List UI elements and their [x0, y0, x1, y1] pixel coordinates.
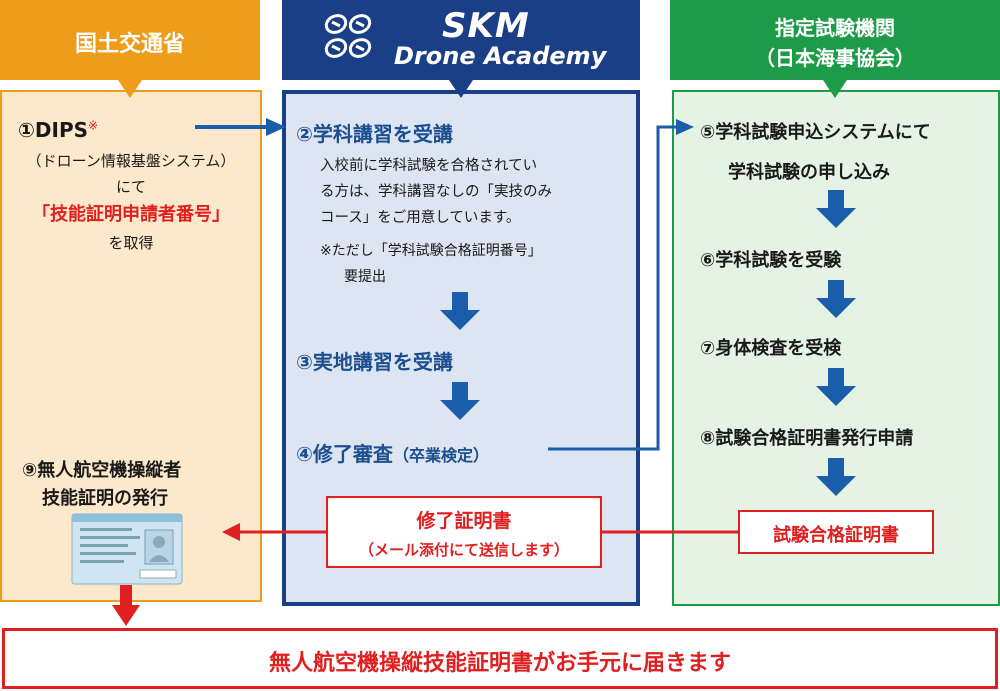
down-arrow-step7-step8 — [816, 368, 856, 406]
completion-certificate-title: 修了証明書 — [416, 510, 512, 532]
mlit-header-label: 国土交通省 — [74, 32, 185, 57]
step2-note-line1: 入校前に学科試験を合格されてい — [320, 158, 538, 174]
footer-text: 無人航空機操縦技能証明書がお手元に届きます — [268, 651, 731, 676]
down-arrow-step3-step4 — [440, 382, 480, 420]
mlit-header-pointer — [118, 80, 142, 98]
step1-label: ①DIPS — [18, 118, 89, 142]
step5-line2: 学科試験の申し込み — [728, 162, 890, 183]
skm-header: SKM Drone Academy — [282, 0, 640, 80]
skm-logo-title: SKM — [442, 6, 530, 46]
step1-note-mark: ※ — [88, 118, 99, 133]
exam-org-header: 指定試験機関 （日本海事協会） — [670, 0, 1000, 80]
down-arrow-step2-step3 — [440, 292, 480, 330]
step1-obtain: を取得 — [108, 234, 154, 252]
skm-logo-icon — [324, 14, 372, 58]
exam-pass-certificate-box: 試験合格証明書 — [738, 510, 934, 554]
step6-title: ⑥学科試験を受験 — [700, 250, 842, 271]
step9-line2: 技能証明の発行 — [42, 488, 168, 509]
step4-sub: （卒業検定） — [392, 446, 489, 465]
skm-header-pointer — [449, 80, 473, 98]
license-card-icon — [71, 513, 183, 585]
step9-line1: ⑨無人航空機操縦者 — [22, 460, 182, 481]
step1-system-name: （ドローン情報基盤システム） — [26, 152, 236, 170]
step2-title: ②学科講習を受講 — [296, 122, 453, 146]
mlit-header: 国土交通省 — [0, 0, 260, 80]
step4-title: ④修了審査（卒業検定） — [296, 438, 489, 467]
step4-label: ④修了審査 — [296, 442, 393, 466]
arrow-step4-to-step5 — [548, 119, 694, 451]
step2-note-line2: る方は、学科講習なしの「実技のみ — [320, 184, 552, 200]
skm-logo-subtitle: Drone Academy — [394, 42, 607, 70]
step2-note-line4: ※ただし「学科試験合格証明番号」 — [320, 243, 542, 259]
step1-via: にて — [115, 178, 146, 196]
down-arrow-step6-step7 — [816, 280, 856, 318]
down-arrow-step8-certificate — [816, 458, 856, 496]
step3-title: ③実地講習を受講 — [296, 350, 453, 374]
footer-banner: 無人航空機操縦技能証明書がお手元に届きます — [2, 628, 998, 689]
down-arrow-step5-step6 — [816, 190, 856, 228]
step2-note-line3: コース」をご用意しています。 — [320, 210, 521, 226]
exam-org-header-pointer — [823, 80, 847, 98]
red-arrow-to-footer — [112, 585, 140, 626]
arrow-step1-to-step2 — [195, 118, 286, 136]
completion-certificate-box: 修了証明書 （メール添付にて送信します） — [326, 496, 602, 568]
step7-title: ⑦身体検査を受検 — [700, 338, 842, 359]
red-arrow-to-license — [222, 523, 738, 541]
completion-certificate-sub: （メール添付にて送信します） — [358, 541, 569, 559]
exam-pass-certificate-label: 試験合格証明書 — [773, 525, 899, 546]
exam-org-header-line2: （日本海事協会） — [755, 46, 915, 70]
step2-note-line5: 要提出 — [344, 269, 386, 285]
exam-org-header-line1: 指定試験機関 — [775, 16, 895, 40]
step1-applicant-number: 「技能証明申請者番号」 — [32, 204, 230, 225]
step8-title: ⑧試験合格証明書発行申請 — [700, 428, 914, 449]
step5-line1: ⑤学科試験申込システムにて — [700, 122, 931, 143]
step1-title: ①DIPS※ — [18, 118, 98, 142]
